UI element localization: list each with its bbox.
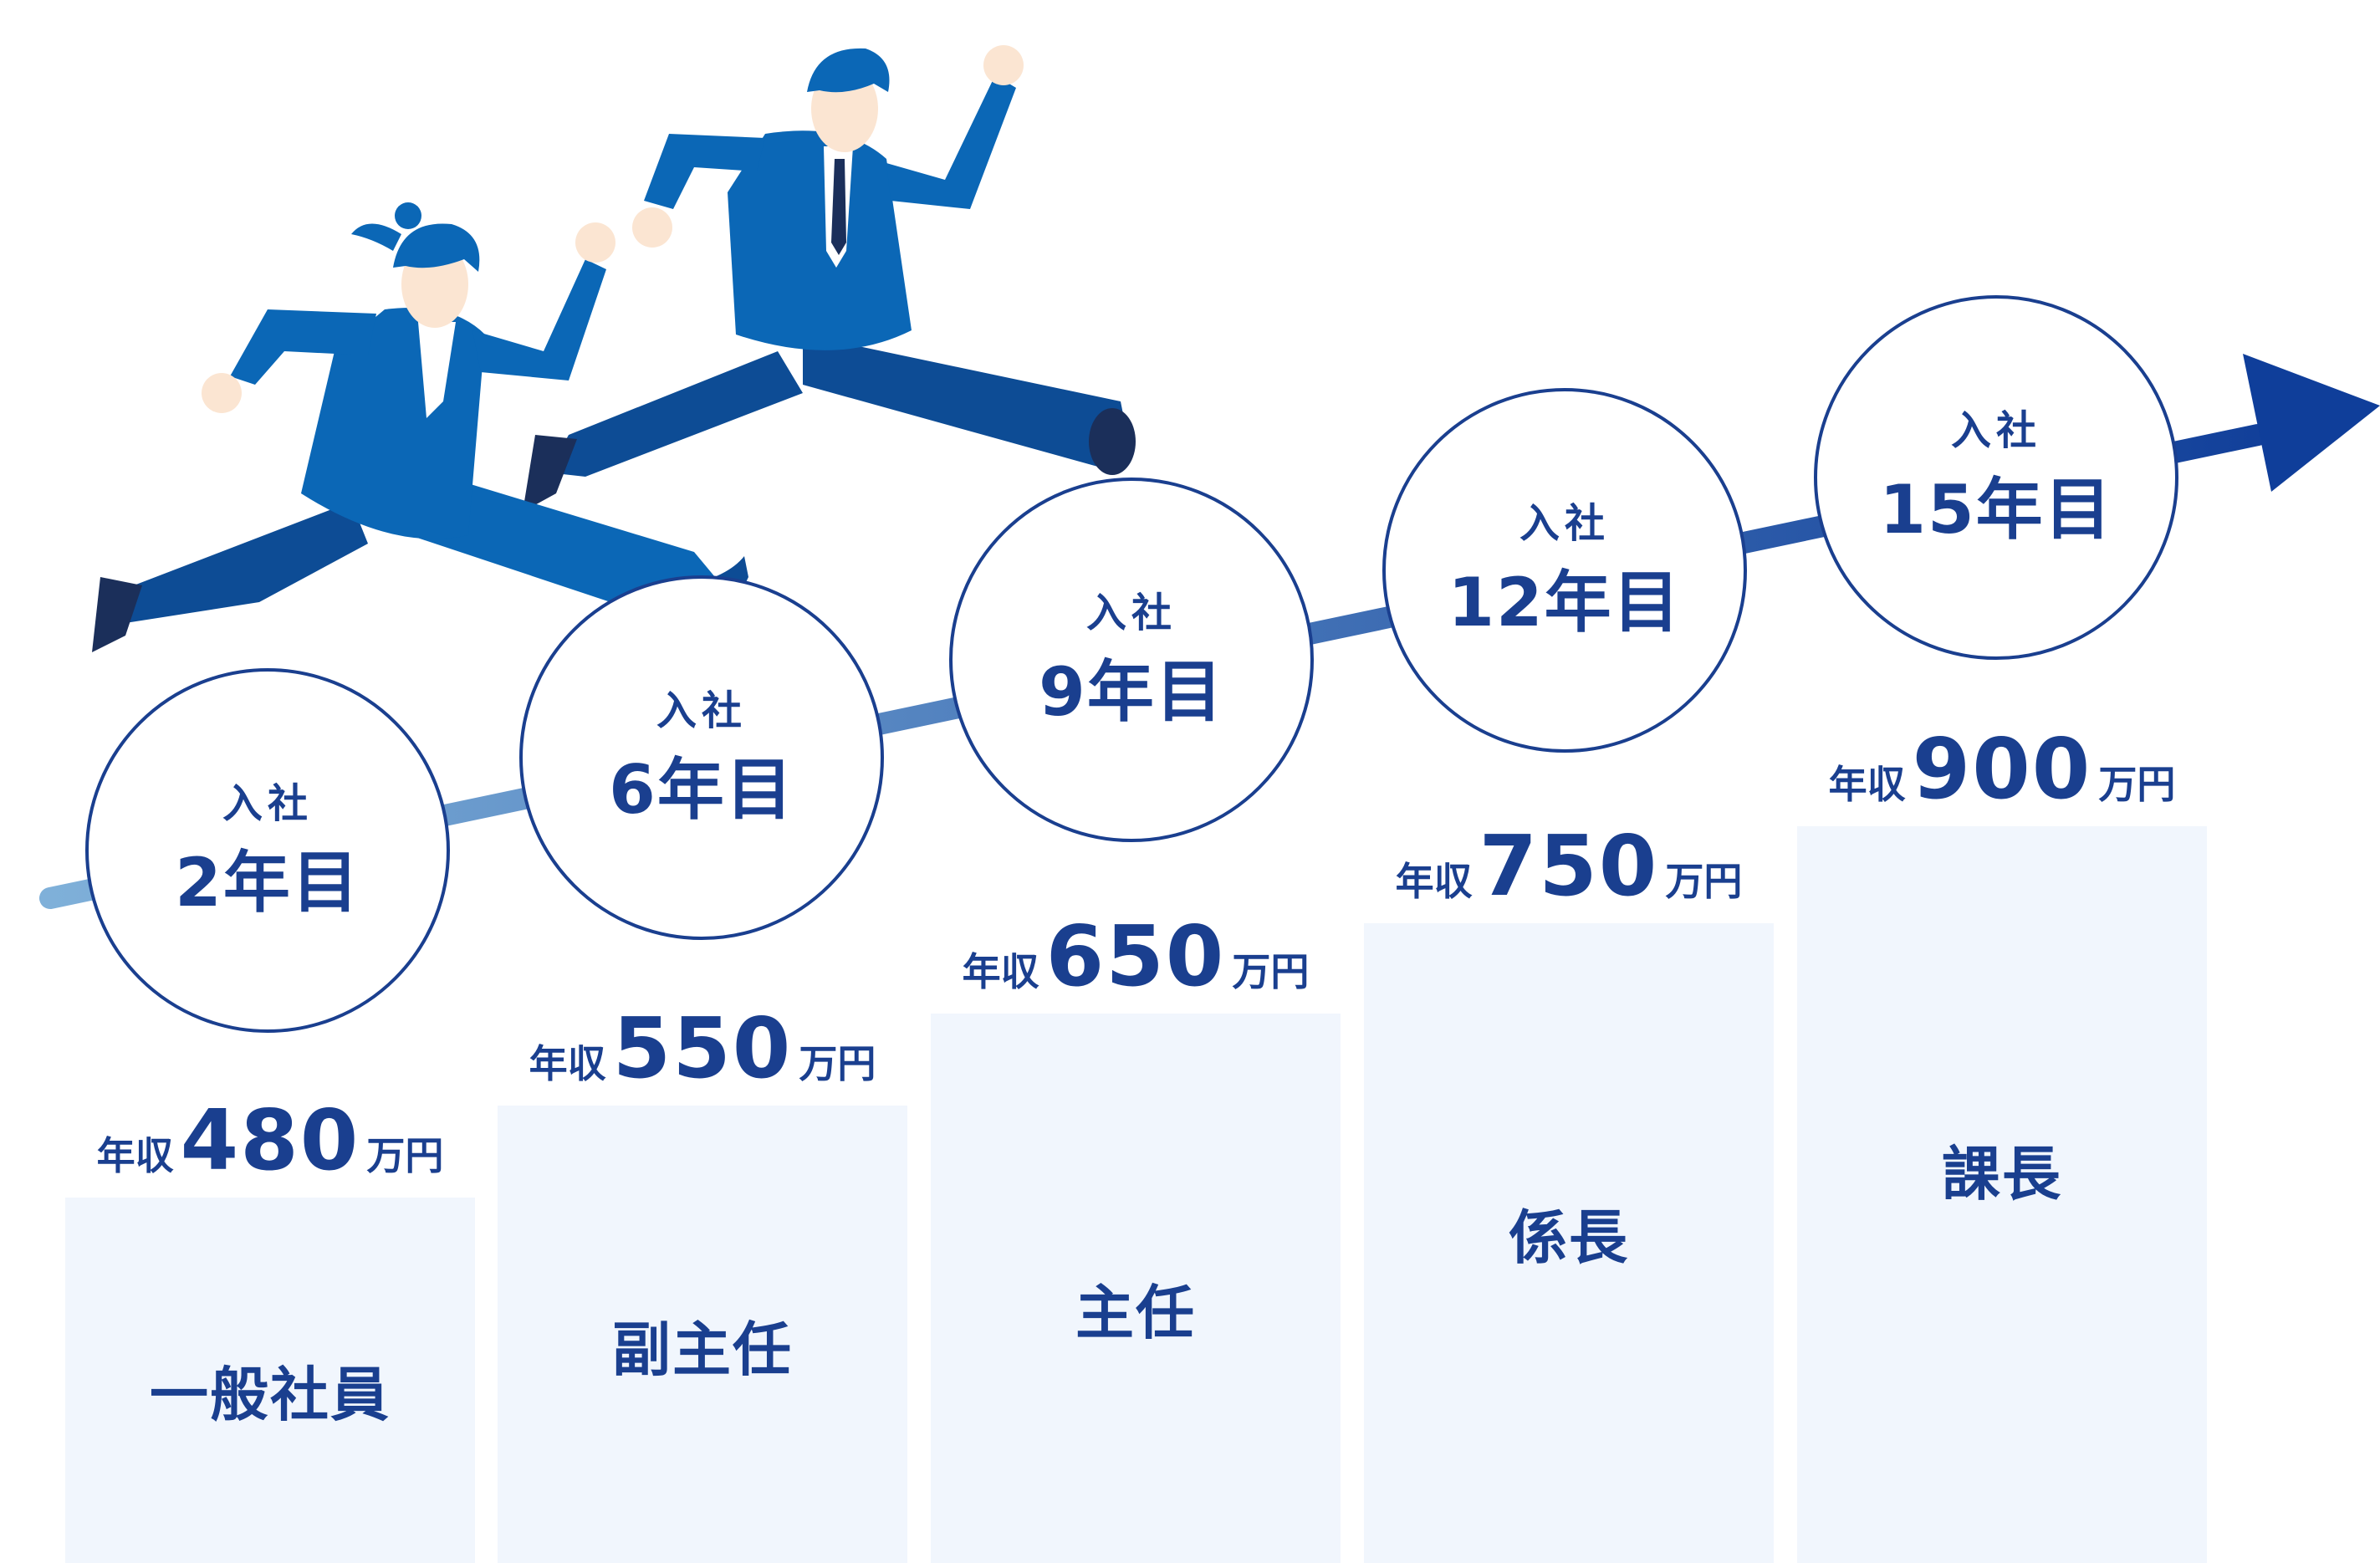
entry-label: 入社 [656, 687, 747, 734]
salary-value: 750 [1479, 817, 1659, 915]
role-label: 一般社員 [150, 1361, 391, 1429]
milestone-circle: 入社 15年目 [1814, 295, 2178, 660]
role-column: 主任 [931, 1014, 1341, 1563]
salary-unit: 万円 [799, 1041, 876, 1086]
salary-prefix: 年収 [962, 949, 1039, 994]
salary-prefix: 年収 [529, 1041, 606, 1086]
year-label: 2年目 [175, 844, 360, 922]
role-label: 課長 [1942, 1140, 2062, 1208]
salary-unit: 万円 [2098, 762, 2176, 807]
milestone-circle: 入社 12年目 [1382, 388, 1747, 753]
year-label: 6年目 [609, 751, 794, 829]
salary-unit: 万円 [1665, 859, 1743, 904]
entry-label: 入社 [1519, 500, 1610, 547]
salary-unit: 万円 [1232, 949, 1310, 994]
role-label: 係長 [1509, 1203, 1629, 1272]
role-column: 一般社員 [65, 1198, 475, 1563]
running-man [523, 45, 1136, 512]
role-column: 係長 [1364, 923, 1774, 1563]
salary-prefix: 年収 [1395, 859, 1473, 904]
salary-value: 480 [180, 1091, 360, 1189]
entry-label: 入社 [222, 780, 313, 827]
role-label: 副主任 [612, 1315, 793, 1384]
milestone-circle: 入社 2年目 [85, 668, 450, 1033]
salary-value: 900 [1912, 720, 2092, 818]
milestone-circle: 入社 6年目 [519, 575, 884, 940]
salary-prefix: 年収 [96, 1133, 174, 1178]
entry-label: 入社 [1085, 590, 1177, 636]
year-label: 15年目 [1879, 471, 2113, 549]
salary-value: 550 [612, 999, 793, 1097]
entry-label: 入社 [1950, 407, 2041, 454]
salary-prefix: 年収 [1828, 762, 1906, 807]
milestone-circle: 入社 9年目 [949, 478, 1314, 842]
role-column: 課長 [1797, 826, 2207, 1563]
role-column: 副主任 [498, 1106, 907, 1563]
year-label: 12年目 [1448, 564, 1682, 641]
role-label: 主任 [1075, 1279, 1196, 1347]
salary-unit: 万円 [366, 1133, 444, 1178]
arrow-head-icon [2243, 354, 2380, 492]
year-label: 9年目 [1039, 653, 1224, 731]
salary-value: 650 [1045, 907, 1226, 1005]
